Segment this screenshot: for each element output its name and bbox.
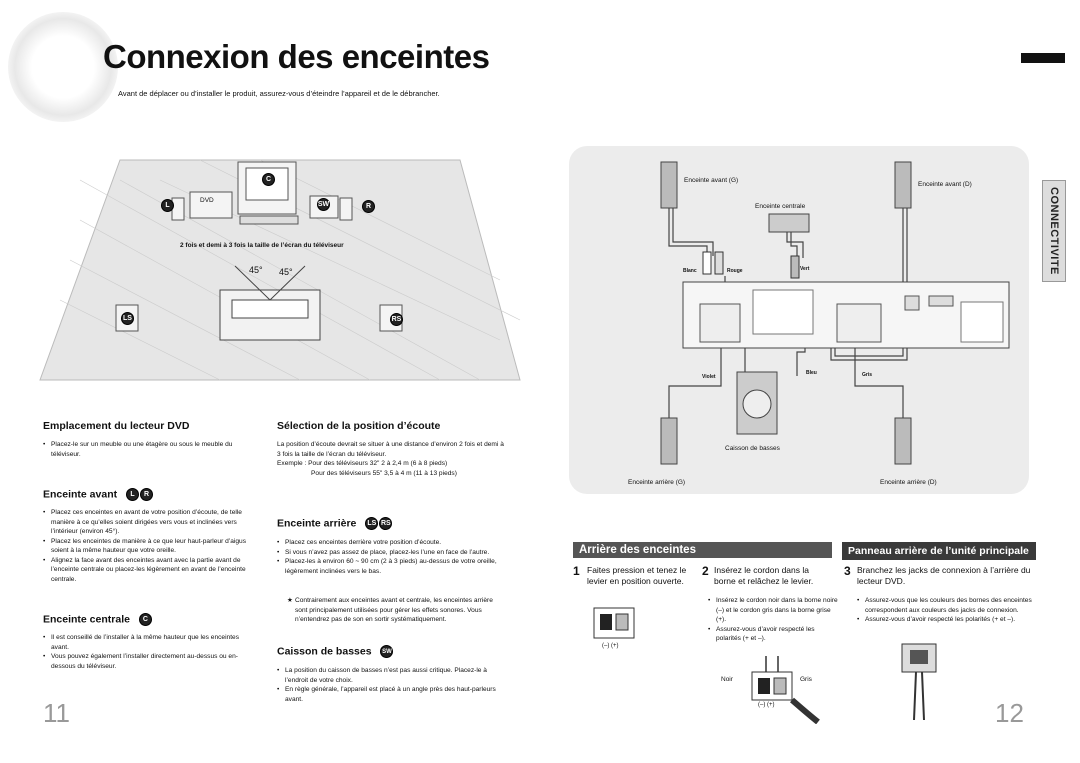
page-number-left: 11	[43, 698, 70, 728]
center-heading: Enceinte centrale C	[43, 613, 152, 626]
gray-terminal-label: Gris	[800, 676, 812, 683]
sub-text: La position du caisson de basses n’est p…	[277, 666, 502, 704]
front-right-badge-small: R	[140, 488, 154, 501]
step-1-text: Faites pression et tenez le levier en po…	[587, 565, 687, 586]
decorative-circle	[8, 12, 118, 122]
subwoofer-badge: SW	[317, 198, 330, 211]
terminal-illustration-1	[593, 607, 635, 639]
list-item: En règle générale, l’appareil est placé …	[277, 685, 502, 704]
list-item: Placez ces enceintes en avant de votre p…	[43, 508, 255, 537]
step-3-number: 3	[844, 564, 851, 578]
page-number-right: 12	[995, 698, 1024, 728]
rear-note-text: Contrairement aux enceintes avant et cen…	[287, 596, 507, 625]
front-left-badge-small: L	[126, 488, 140, 501]
list-item: Placez les enceintes de manière à ce que…	[43, 537, 255, 556]
green-label: Vert	[800, 266, 810, 272]
center-heading-text: Enceinte centrale	[43, 613, 130, 626]
dvd-placement-text: Placez-le sur un meuble ou une étagère o…	[43, 440, 243, 459]
front-left-label: Enceinte avant (G)	[684, 177, 739, 184]
front-heading-text: Enceinte avant	[43, 488, 118, 501]
listening-paragraph: La position d’écoute devrait se situer à…	[277, 441, 504, 458]
dvd-placement-heading: Emplacement du lecteur DVD	[43, 420, 190, 432]
list-item: Assurez-vous d’avoir respecté les polari…	[708, 625, 838, 644]
rear-left-badge: LS	[121, 312, 134, 325]
wiring-diagram	[569, 146, 1029, 494]
list-item: Placez-les à environ 60 ~ 90 cm (2 à 3 p…	[277, 557, 507, 576]
list-item: Assurez-vous d’avoir respecté les polari…	[857, 615, 1035, 625]
center-badge: C	[262, 173, 275, 186]
rear-text: Placez ces enceintes derrière votre posi…	[277, 538, 507, 576]
polarity-label-1: (–) (+)	[602, 643, 619, 649]
list-item: Insérez le cordon noir dans la borne noi…	[708, 596, 838, 625]
front-text: Placez ces enceintes en avant de votre p…	[43, 508, 255, 584]
dvd-label: DVD	[200, 197, 214, 204]
angle-right: 45°	[279, 267, 293, 277]
distance-note: 2 fois et demi à 3 fois la taille de l’é…	[180, 242, 344, 249]
list-item: Si vous n’avez pas assez de place, place…	[277, 548, 507, 558]
side-tab: CONNECTIVITE	[1042, 180, 1066, 282]
listening-text: La position d’écoute devrait se situer à…	[277, 440, 507, 478]
list-item: Alignez la face avant des enceintes avan…	[43, 556, 255, 585]
violet-label: Violet	[702, 374, 716, 380]
angle-left: 45°	[249, 265, 263, 275]
front-left-badge: L	[161, 199, 174, 212]
white-label: Blanc	[683, 268, 697, 274]
polarity-label-2: (–) (+)	[758, 702, 775, 708]
rear-heading-text: Enceinte arrière	[277, 517, 357, 530]
black-label: Noir	[721, 676, 733, 683]
list-item: Vous pouvez également l’installer direct…	[43, 652, 243, 671]
page-subtitle: Avant de déplacer ou d’installer le prod…	[118, 89, 440, 98]
step-2-text: Insérez le cordon dans la borne et relâc…	[714, 565, 814, 586]
rear-right-badge: RS	[390, 313, 403, 326]
red-label: Rouge	[727, 268, 743, 274]
side-tab-label: CONNECTIVITE	[1048, 187, 1060, 275]
room-layout-diagram	[39, 159, 521, 381]
page-title: Connexion des enceintes	[103, 38, 490, 75]
list-item: Il est conseillé de l’installer à la mêm…	[43, 633, 243, 652]
front-right-badge: R	[362, 200, 375, 213]
listening-example-1: Exemple : Pour des téléviseurs 32" 2 à 2…	[277, 460, 448, 467]
sub-badge-small: SW	[380, 645, 394, 658]
gray-label: Gris	[862, 372, 873, 378]
list-item: Placez-le sur un meuble ou une étagère o…	[43, 440, 243, 459]
band-speaker-back: Arrière des enceintes	[573, 542, 832, 558]
list-item: Assurez-vous que les couleurs des bornes…	[857, 596, 1035, 615]
rear-right-label: Enceinte arrière (D)	[880, 479, 937, 486]
listening-heading: Sélection de la position d’écoute	[277, 420, 441, 432]
step-3-notes: Assurez-vous que les couleurs des bornes…	[857, 596, 1035, 625]
rear-left-label: Enceinte arrière (G)	[628, 479, 686, 486]
header-bar	[1021, 53, 1065, 63]
step-2-notes: Insérez le cordon noir dans la borne noi…	[708, 596, 838, 644]
center-badge-small: C	[138, 613, 152, 626]
step-1-number: 1	[573, 564, 580, 578]
step-2-number: 2	[702, 564, 709, 578]
sub-heading: Caisson de basses SW	[277, 645, 394, 658]
front-right-label: Enceinte avant (D)	[918, 181, 972, 188]
rear-note: Contrairement aux enceintes avant et cen…	[287, 596, 507, 625]
rear-right-badge-small: RS	[379, 517, 393, 530]
subwoofer-label: Caisson de basses	[725, 445, 780, 452]
terminal-illustration-2	[751, 656, 820, 724]
center-text: Il est conseillé de l’installer à la mêm…	[43, 633, 243, 671]
blue-label: Bleu	[806, 370, 817, 376]
sub-heading-text: Caisson de basses	[277, 645, 372, 658]
jack-illustration	[901, 643, 937, 721]
listening-example-2: Pour des téléviseurs 55" 3,5 à 4 m (11 à…	[311, 469, 457, 477]
center-speaker-label: Enceinte centrale	[755, 203, 806, 210]
list-item: La position du caisson de basses n’est p…	[277, 666, 502, 685]
step-3-text: Branchez les jacks de connexion à l’arri…	[857, 565, 1031, 586]
band-unit-back: Panneau arrière de l’unité principale	[842, 542, 1036, 560]
rear-left-badge-small: LS	[365, 517, 379, 530]
list-item: Placez ces enceintes derrière votre posi…	[277, 538, 507, 548]
